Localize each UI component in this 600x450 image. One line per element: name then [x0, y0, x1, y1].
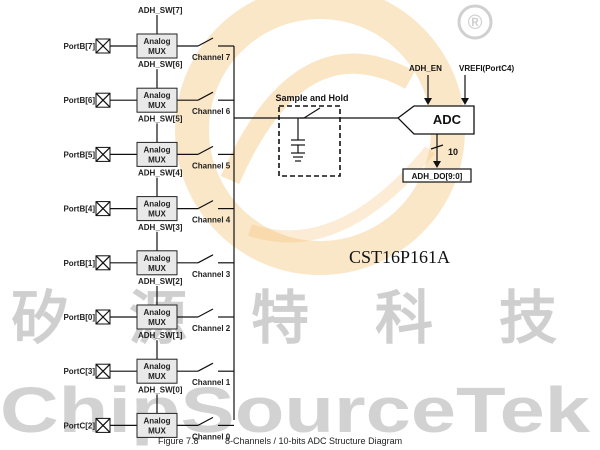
port-label: PortB[1]	[63, 259, 95, 268]
adh-sw-label: ADH_SW[6]	[138, 60, 183, 69]
mux-label-line2: MUX	[148, 47, 166, 56]
sample-hold-label: Sample and Hold	[275, 93, 348, 103]
mux-label-line1: Analog	[143, 362, 170, 371]
channel-label: Channel 1	[192, 378, 231, 387]
channel-switch	[197, 416, 214, 426]
channel-label: Channel 5	[192, 161, 231, 170]
adh-en-arrow-icon	[424, 98, 432, 105]
analog-mux-box	[136, 304, 178, 330]
adc-output-label: ADH_DO[9:0]	[412, 172, 463, 181]
bus-slash	[430, 144, 444, 150]
mux-label-line1: Analog	[143, 37, 170, 46]
analog-mux-box	[136, 412, 178, 438]
channel-switch	[197, 308, 214, 318]
watermark-char: 特	[251, 284, 309, 352]
analog-mux-box	[136, 141, 178, 167]
mux-label-line2: MUX	[148, 426, 166, 435]
mux-label-line2: MUX	[148, 372, 166, 381]
channel-switch	[197, 37, 214, 47]
sample-hold-box	[278, 105, 341, 177]
port-label: PortB[5]	[63, 150, 95, 159]
figure-caption: 8-Channels / 10-bits ADC Structure Diagr…	[225, 436, 402, 446]
port-label: PortB[7]	[63, 42, 95, 51]
channel-label: Channel 7	[192, 53, 231, 62]
port-label: PortB[4]	[63, 205, 95, 214]
watermark-char: 技	[499, 284, 557, 352]
channel-switch	[197, 362, 214, 372]
adc-label: ADC	[433, 112, 462, 127]
registered-mark: ®	[457, 4, 493, 40]
adh-sw-label: ADH_SW[3]	[138, 223, 183, 232]
mux-label-line1: Analog	[143, 416, 170, 425]
channel-switch	[197, 254, 214, 264]
analog-mux-box	[136, 250, 178, 276]
mux-label-line2: MUX	[148, 264, 166, 273]
mux-label-line2: MUX	[148, 210, 166, 219]
mux-label-line1: Analog	[143, 254, 170, 263]
sample-hold-block: Sample and Hold	[275, 93, 349, 177]
adh-sw-label: ADH_SW[4]	[138, 169, 183, 178]
port-label: PortB[6]	[63, 96, 95, 105]
adc-shape	[397, 105, 475, 135]
adh-sw-label: ADH_SW[7]	[138, 6, 183, 15]
mux-label-line1: Analog	[143, 145, 170, 154]
watermark-char: 科	[375, 284, 433, 352]
figure-number: Figure 7.8	[158, 436, 199, 446]
vref-arrow-icon	[461, 98, 469, 105]
channel-switch	[197, 91, 214, 101]
chip-name: CST16P161A	[349, 247, 450, 267]
latin-watermark: ChipSourceTek	[0, 374, 591, 446]
channel-switch	[197, 145, 214, 155]
bus-width-label: 10	[448, 147, 458, 157]
channel-label: Channel 0	[192, 432, 231, 441]
adh-sw-label: ADH_SW[2]	[138, 277, 183, 286]
channel-switch	[197, 200, 214, 210]
mux-label-line2: MUX	[148, 155, 166, 164]
analog-mux-box	[136, 358, 178, 384]
adh-sw-label: ADH_SW[0]	[138, 385, 183, 394]
analog-mux-box	[136, 33, 178, 59]
channel-label: Channel 6	[192, 107, 231, 116]
channel-label: Channel 2	[192, 324, 231, 333]
adc-output-box	[402, 168, 472, 183]
vref-label: VREFI(PortC4)	[459, 64, 514, 73]
mux-label-line1: Analog	[143, 308, 170, 317]
mux-label-line1: Analog	[143, 200, 170, 209]
mux-label-line1: Analog	[143, 91, 170, 100]
adh-sw-label: ADH_SW[5]	[138, 114, 183, 123]
mux-label-line2: MUX	[148, 318, 166, 327]
output-arrow-icon	[433, 161, 441, 168]
sample-switch	[303, 107, 321, 119]
mux-label-line2: MUX	[148, 101, 166, 110]
channel-label: Channel 3	[192, 270, 231, 279]
analog-mux-box	[136, 87, 178, 113]
analog-mux-box	[136, 196, 178, 222]
watermark-char: 矽	[11, 284, 69, 352]
svg-text:®: ®	[468, 12, 483, 34]
adh-en-label: ADH_EN	[409, 64, 442, 73]
port-label: PortB[0]	[63, 313, 95, 322]
port-label: PortC[2]	[63, 421, 95, 430]
port-label: PortC[3]	[63, 367, 95, 376]
adh-sw-label: ADH_SW[1]	[138, 331, 183, 340]
adc-block: ADC ADH_EN VREFI(PortC4) 10 ADH_DO[9:0]	[397, 64, 514, 183]
channel-label: Channel 4	[192, 216, 231, 225]
